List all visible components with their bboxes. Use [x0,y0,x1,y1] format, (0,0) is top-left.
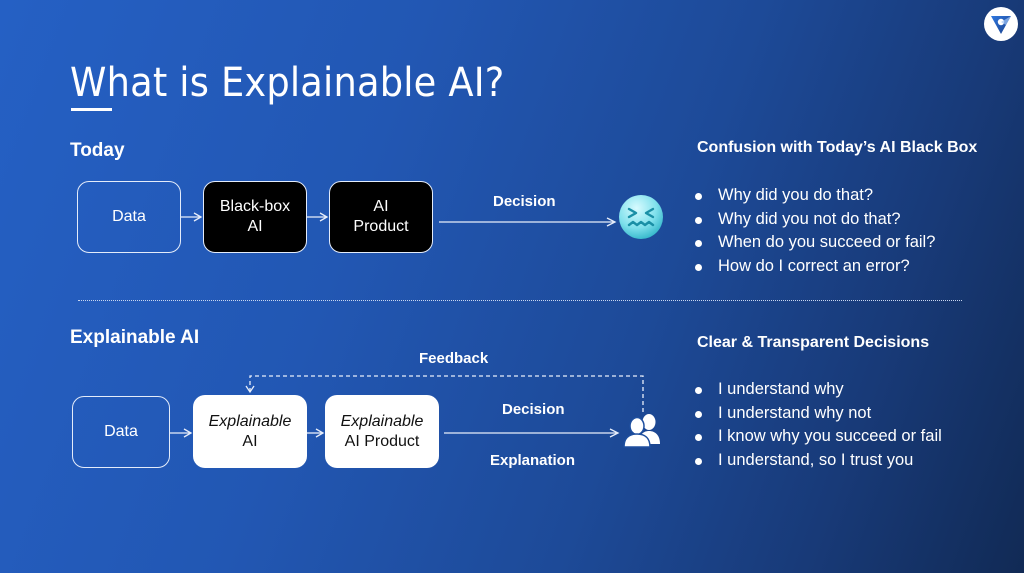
today-blackbox-ai-box: Black-box AI [203,181,307,253]
box-label-line1: Explainable [340,412,424,430]
bullet-item: When do you succeed or fail? [695,231,935,255]
today-panel-bullets: Why did you do that? Why did you not do … [695,184,935,278]
explainable-ai-product-box: Explainable AI Product [325,395,439,468]
section-label-explainable: Explainable AI [70,327,200,348]
bullet-item: How do I correct an error? [695,255,935,279]
arrowhead [183,428,193,438]
bullet-item: I know why you succeed or fail [695,425,942,449]
box-label-line1: Black-box [219,198,291,215]
arrowhead [315,428,325,438]
box-label-line1: AI [373,198,389,215]
decision-label: Decision [502,401,565,418]
box-label-line2: AI [247,218,263,235]
box-label-line2: Product [353,218,409,235]
box-label-line2: AI [242,432,258,450]
bullet-item: Why did you not do that? [695,208,935,232]
feedback-loop-arrow [249,375,644,412]
bullet-item: I understand, so I trust you [695,449,942,473]
explanation-label: Explanation [490,452,576,469]
today-data-box: Data [77,181,181,253]
box-label-line2: AI Product [344,432,420,450]
title-underline [71,108,112,111]
box-label: Data [112,208,146,225]
today-decision-label: Decision [493,193,556,210]
logo [984,7,1018,41]
arrowhead [606,217,617,227]
explainable-panel-heading: Clear & Transparent Decisions [697,334,930,351]
today-ai-product-box: AI Product [329,181,433,253]
page-title: What is Explainable AI? [70,60,505,106]
bullet-item: I understand why [695,378,942,402]
today-panel-heading: Confusion with Today’s AI Black Box [697,139,978,156]
confounded-face-icon [619,195,663,239]
arrowhead [609,428,620,438]
section-divider [78,300,962,301]
section-label-today: Today [70,140,125,161]
bullet-item: I understand why not [695,402,942,426]
box-label: Data [104,423,138,440]
feedback-label: Feedback [419,350,489,367]
arrowhead [319,212,329,222]
triangle-logo-icon [991,16,1011,34]
explainable-panel-bullets: I understand why I understand why not I … [695,378,942,472]
arrowhead [193,212,203,222]
explainable-data-box: Data [72,396,170,468]
bullet-item: Why did you do that? [695,184,935,208]
users-icon [623,414,660,448]
box-label-line1: Explainable [208,412,292,430]
explainable-ai-box: Explainable AI [193,395,307,468]
arrowhead [245,385,255,394]
